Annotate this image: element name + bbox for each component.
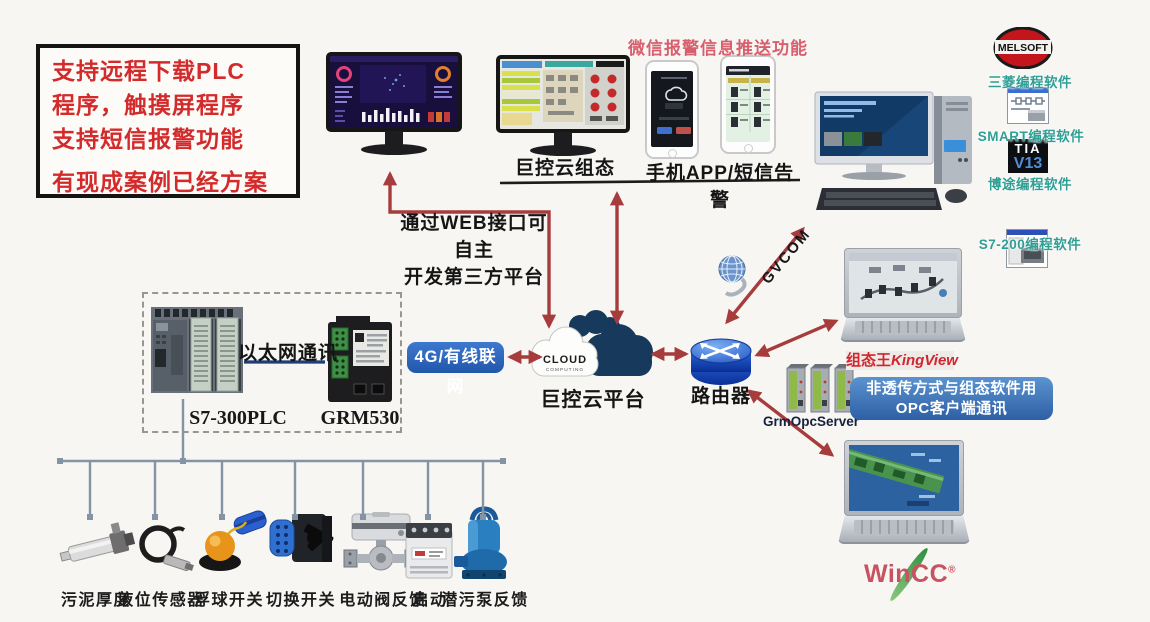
router-icon [690, 338, 752, 385]
level-sensor-icon [139, 525, 194, 572]
sensor-label: 启动 [412, 592, 448, 609]
web-api-note: 通过WEB接口可自主 开发第三方平台 [400, 213, 548, 288]
kingview-laptop [840, 248, 966, 342]
gvcom-globe-icon [718, 255, 747, 297]
wechat-push-label: 微信报警信息推送功能 [628, 39, 808, 58]
kingview-label-en: KingView [891, 352, 958, 369]
sludge-thickness-sensor-icon [59, 522, 136, 562]
banner-line: 有现成案例已经方案 [52, 169, 268, 195]
starter-contactor-icon [405, 523, 453, 579]
gvcom-label: GVCOM [758, 225, 815, 288]
cloud-label: 巨控云平台 [540, 389, 646, 411]
dashboard-screen-icon [330, 56, 458, 128]
grm530-label: GRM530 [320, 407, 400, 429]
app-login-screen [651, 71, 693, 147]
engineering-desktop-pc [806, 88, 976, 213]
scada-screen-icon [500, 59, 626, 129]
kingview-badge: 组态王KingView [846, 351, 958, 370]
sensor-label: 电动阀反馈 [339, 592, 427, 609]
monitor-stand [385, 131, 403, 146]
phone-home-button [743, 144, 753, 153]
phone-home-button [667, 149, 677, 158]
sms-phone [720, 55, 776, 154]
float-switch-icon [199, 510, 267, 571]
plc-label: S7-300PLC [189, 407, 287, 429]
dashboard-monitor [326, 52, 462, 155]
sensor-label: 污泥厚度 [60, 592, 131, 609]
wincc-laptop [838, 440, 970, 544]
plc-group-box [142, 292, 402, 433]
software-label-s7200: S7-200编程软件 [978, 237, 1082, 252]
banner-line: 支持短信报警功能 [52, 126, 244, 152]
software-label-smart: SMART编程软件 [977, 129, 1085, 144]
kingview-label-cn: 组态王 [846, 352, 892, 369]
cloud-platform-icon: CLOUD COMPUTING [531, 310, 653, 377]
monitor-base [361, 144, 427, 155]
net-badge: 4G/有线联网 [407, 342, 504, 396]
monitor-base [530, 145, 596, 156]
svg-text:MELSOFT: MELSOFT [998, 42, 1049, 54]
s7200-software-icon [1006, 229, 1048, 268]
feature-banner: 支持远程下载PLC 程序，触摸屏程序 支持短信报警功能 有现成案例已经方案 [36, 44, 300, 198]
sensor-label: 浮球开关 [193, 592, 264, 609]
svg-text:COMPUTING: COMPUTING [546, 367, 584, 373]
melsoft-logo: MELSOFT [993, 27, 1053, 69]
tia-v13-logo: TIA V13 [1008, 139, 1048, 173]
ethernet-label: 以太网通讯 [238, 343, 339, 364]
software-label-mitsubishi: 三菱编程软件 [988, 75, 1072, 90]
banner-line: 程序，触摸屏程序 [52, 92, 244, 118]
alarm-list-screen [726, 66, 770, 142]
sensor-label: 切换开关 [265, 592, 336, 609]
submersible-pump-icon [454, 506, 507, 579]
selector-switch-icon [269, 514, 334, 562]
grm530-module-icon [328, 316, 392, 402]
scada-monitor [496, 55, 630, 156]
sensor-label: 潜污泵反馈 [441, 592, 529, 609]
sensor-label: 液位传感器 [117, 592, 205, 609]
svg-text:CLOUD: CLOUD [543, 354, 587, 366]
s7-300-plc-icon [151, 307, 243, 393]
smart-software-icon [1007, 87, 1049, 124]
monitor-stand [554, 132, 572, 147]
software-label-botu: 博途编程软件 [988, 177, 1072, 192]
router-label: 路由器 [690, 386, 751, 407]
wincc-logo: WinCC® [855, 545, 965, 606]
wechat-phone [645, 60, 699, 159]
phone-app-label: 手机APP/短信告警 [645, 163, 795, 211]
opc-note: 非透传方式与组态软件用 OPC客户端通讯 [850, 377, 1053, 420]
banner-line: 支持远程下载PLC [52, 58, 245, 84]
scada-monitor-label: 巨控云组态 [514, 158, 615, 179]
